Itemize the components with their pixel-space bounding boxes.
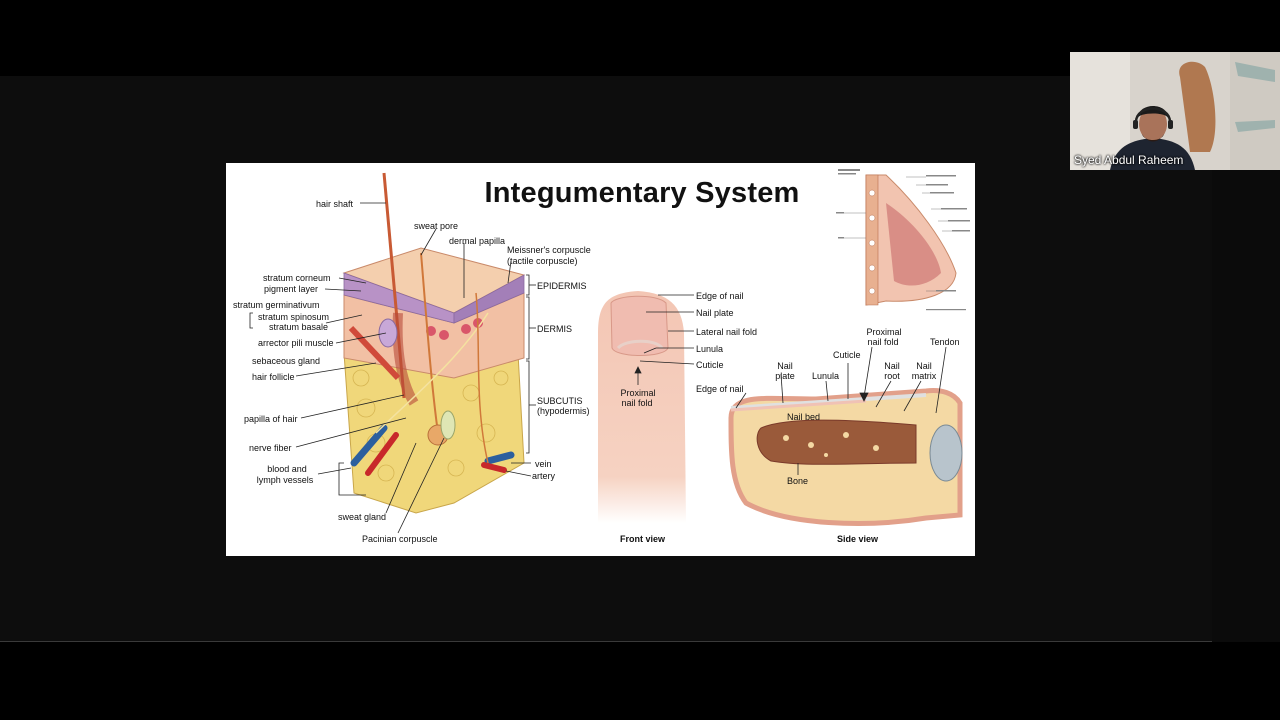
label-side-nail-plate-2: plate — [775, 371, 795, 381]
label-side-nail-matrix-1: Nail — [916, 361, 932, 371]
label-front-nail-plate: Nail plate — [696, 308, 734, 318]
skin-diagram — [249, 172, 536, 534]
label-front-lateral-nail-fold: Lateral nail fold — [696, 327, 758, 337]
label-sebaceous-gland: sebaceous gland — [252, 356, 321, 366]
participant-name: Syed Abdul Raheem — [1074, 153, 1184, 167]
label-front-proximal: Proximal — [620, 388, 656, 398]
label-side-nail-fold: nail fold — [867, 337, 899, 347]
label-nail-bed: Nail bed — [787, 412, 821, 422]
label-front-nail-fold: nail fold — [621, 398, 653, 408]
label-tactile-corpuscle: (tactile corpuscle) — [507, 256, 578, 266]
nail-front-diagram — [598, 291, 695, 523]
label-side-edge-of-nail: Edge of nail — [696, 384, 744, 394]
label-sweat-gland: sweat gland — [338, 512, 387, 522]
label-front-edge-of-nail: Edge of nail — [696, 291, 744, 301]
label-sweat-pore: sweat pore — [414, 221, 459, 231]
label-epidermis: EPIDERMIS — [537, 281, 587, 291]
label-arrector-pili-muscle: arrector pili muscle — [258, 338, 334, 348]
label-stratum-germinativum: stratum germinativum — [233, 300, 320, 310]
label-pacinian-corpuscle: Pacinian corpuscle — [362, 534, 438, 544]
label-stratum-corneum: stratum corneum — [263, 273, 331, 283]
stage-divider — [0, 641, 1212, 642]
label-hair-follicle: hair follicle — [252, 372, 295, 382]
label-stratum-spinosum: stratum spinosum — [258, 312, 330, 322]
label-side-cuticle: Cuticle — [833, 350, 861, 360]
label-hair-shaft: hair shaft — [316, 199, 354, 209]
caption-front-view: Front view — [620, 534, 666, 544]
label-artery: artery — [532, 471, 556, 481]
label-meissner-corpuscle: Meissner's corpuscle — [507, 245, 591, 255]
label-side-lunula: Lunula — [812, 371, 840, 381]
label-nerve-fiber: nerve fiber — [249, 443, 292, 453]
label-side-proximal: Proximal — [866, 327, 902, 337]
label-papilla-of-hair: papilla of hair — [244, 414, 298, 424]
nail-side-diagram — [728, 346, 963, 526]
label-vein: vein — [535, 459, 552, 469]
participant-video-tile[interactable]: Syed Abdul Raheem — [1070, 52, 1280, 170]
breast-diagram — [836, 169, 970, 311]
label-pigment-layer: pigment layer — [264, 284, 319, 294]
label-dermal-papilla: dermal papilla — [449, 236, 506, 246]
slide-title: Integumentary System — [484, 177, 800, 209]
label-side-nail-root-2: root — [884, 371, 900, 381]
label-blood-and: blood and — [267, 464, 307, 474]
label-lymph-vessels: lymph vessels — [256, 475, 314, 485]
label-tendon: Tendon — [930, 337, 960, 347]
label-side-nail-matrix-2: matrix — [911, 371, 937, 381]
caption-side-view: Side view — [837, 534, 879, 544]
label-subcutis: SUBCUTIS — [537, 396, 583, 406]
label-hypodermis: (hypodermis) — [537, 406, 590, 416]
label-dermis: DERMIS — [537, 324, 573, 334]
label-side-nail-plate-1: Nail — [777, 361, 793, 371]
label-front-lunula: Lunula — [696, 344, 724, 354]
label-stratum-basale: stratum basale — [269, 322, 329, 332]
participant-video-feed — [1070, 52, 1280, 170]
shared-slide: Integumentary System — [226, 163, 975, 556]
label-side-nail-root-1: Nail — [884, 361, 900, 371]
label-bone: Bone — [787, 476, 809, 486]
top-bar — [0, 0, 1280, 76]
bottom-bar — [0, 642, 1280, 720]
label-front-cuticle: Cuticle — [696, 360, 724, 370]
slide-illustrations — [249, 169, 970, 534]
